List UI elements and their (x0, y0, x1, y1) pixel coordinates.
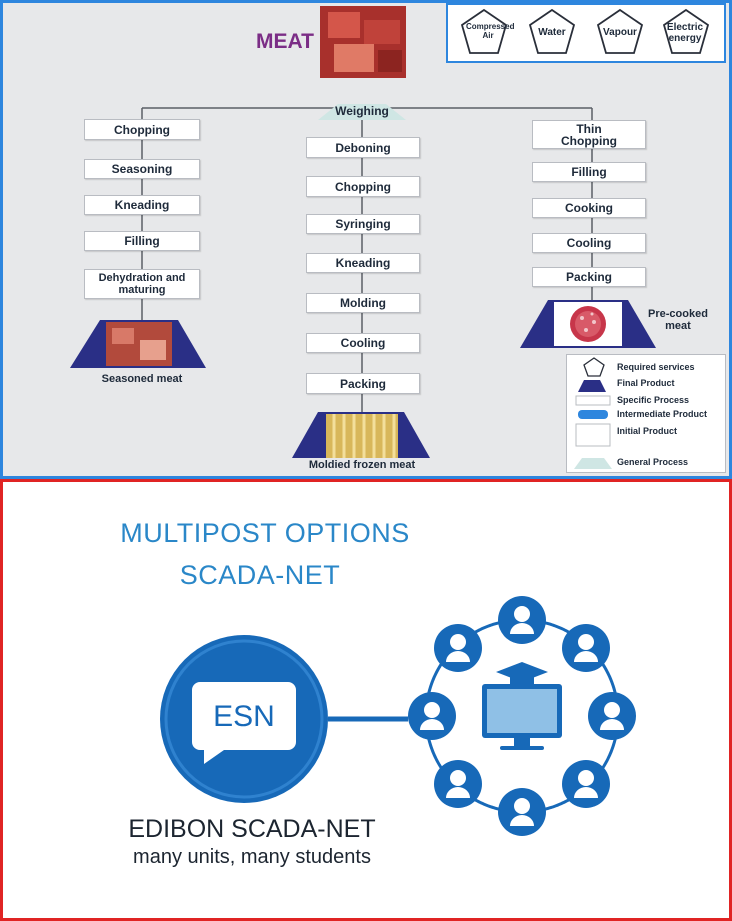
service-electric-energy: Electric energy (666, 22, 704, 44)
service-vapour: Vapour (603, 27, 637, 38)
student-icon-top-right (562, 624, 610, 672)
electric-energy-icon (662, 8, 710, 54)
center-step-6: Cooling (306, 333, 420, 353)
legend-item-1: Required services (617, 362, 695, 372)
right-step-2: Filling (532, 162, 646, 182)
legend-icons (574, 357, 612, 469)
esn-logo-text: ESN (213, 700, 275, 733)
legend-intermediate-product-icon (578, 410, 608, 419)
center-step-5: Molding (306, 293, 420, 313)
legend-item-3: Specific Process (617, 395, 690, 405)
student-icon-top-left (434, 624, 482, 672)
left-step-5: Dehydration and maturing (84, 269, 200, 299)
center-step-4: Kneading (306, 253, 420, 273)
esn-speech-bubble-icon (192, 682, 296, 764)
left-step-4: Filling (84, 231, 200, 251)
scada-heading-line2: SCADA-NET (179, 560, 341, 590)
legend-service-icon (583, 357, 605, 377)
scada-network-graphic (160, 596, 636, 836)
left-step-3: Kneading (84, 195, 200, 215)
left-step-1: Chopping (84, 119, 200, 140)
general-process-shape (318, 104, 406, 120)
service-water: Water (538, 27, 566, 38)
student-icon-right (588, 692, 636, 740)
student-icon-left (408, 692, 456, 740)
compressed-air-icon (460, 8, 508, 54)
student-nodes (408, 596, 636, 836)
product-left-label: Seasoned meat (101, 373, 183, 385)
process-connectors (70, 6, 656, 458)
brand-tagline: many units, many students (133, 846, 371, 868)
center-step-1: Deboning (306, 137, 420, 158)
legend-general-process-icon (574, 458, 612, 469)
right-step-3: Cooking (532, 198, 646, 218)
legend-item-6: General Process (617, 457, 689, 467)
center-step-7: Packing (306, 373, 420, 394)
student-icon-bottom-right (562, 760, 610, 808)
frozen-meat-image (326, 414, 398, 458)
services-icons (460, 8, 710, 54)
legend-initial-product-icon (575, 423, 611, 447)
legend-item-5: Initial Product (617, 426, 678, 436)
legend-item-4: Intermediate Product (617, 409, 708, 419)
legend-specific-process-icon (575, 395, 611, 406)
center-step-2: Chopping (306, 176, 420, 197)
brand-name: EDIBON SCADA-NET (128, 815, 376, 843)
right-step-1: Thin Chopping (532, 120, 646, 149)
product-center-label: Moldied frozen meat (308, 459, 416, 471)
process-title: MEAT (256, 30, 314, 53)
student-icon-bottom-left (434, 760, 482, 808)
legend-final-product-icon (578, 380, 606, 392)
right-step-4: Cooling (532, 233, 646, 253)
legend-item-2: Final Product (617, 378, 675, 388)
left-step-2: Seasoning (84, 159, 200, 179)
product-right-label: Pre-cooked meat (648, 308, 708, 332)
scada-heading-line1: MULTIPOST OPTIONS (120, 518, 410, 548)
graduation-cap-icon (496, 662, 548, 682)
student-icon-bottom (498, 788, 546, 836)
center-step-3: Syringing (306, 214, 420, 234)
student-icon-top (498, 596, 546, 644)
water-icon (528, 8, 576, 54)
right-step-5: Packing (532, 267, 646, 287)
vapour-icon (596, 8, 644, 54)
general-step-weighing: Weighing (335, 104, 389, 118)
service-compressed-air: Compressed Air (466, 22, 515, 40)
